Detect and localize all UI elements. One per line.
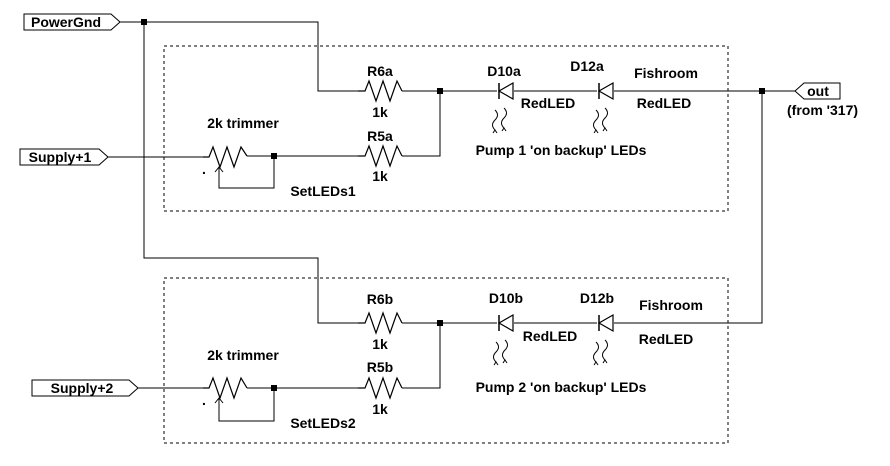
resistor-r6b-value: 1k bbox=[372, 336, 388, 352]
junctions bbox=[141, 19, 765, 391]
led-d12a-type: RedLED bbox=[637, 95, 691, 111]
trimmer-1-label: 2k trimmer bbox=[207, 115, 279, 131]
wires bbox=[108, 21, 795, 422]
led-d10b-type: RedLED bbox=[523, 328, 577, 344]
led-d12b-label: Fishroom bbox=[639, 297, 703, 313]
led-d12a-symbol bbox=[593, 81, 614, 134]
resistor-r5a-name: R5a bbox=[367, 128, 393, 144]
port-supply2: Supply+2 bbox=[31, 379, 139, 397]
trimmer-1-wiper bbox=[214, 166, 224, 176]
resistor-r6b-symbol bbox=[358, 311, 403, 335]
trimmer-2-wiper bbox=[214, 397, 224, 408]
resistor-r5a-symbol bbox=[358, 144, 403, 168]
led-d12b-name: D12b bbox=[580, 290, 614, 306]
out-note: (from '317) bbox=[787, 102, 858, 118]
resistor-r5b-value: 1k bbox=[372, 401, 388, 417]
trimmer-1-name: SetLEDs1 bbox=[290, 183, 356, 199]
resistor-r5b-name: R5b bbox=[367, 359, 393, 375]
trimmer-2-symbol bbox=[203, 376, 248, 400]
trimmer-1-dot: . bbox=[202, 161, 206, 177]
port-powergnd-label: PowerGnd bbox=[31, 14, 101, 30]
led-d12b-symbol bbox=[593, 313, 614, 366]
section1-box bbox=[163, 45, 729, 212]
port-supply2-label: Supply+2 bbox=[51, 380, 114, 396]
port-out: out bbox=[794, 82, 841, 100]
section1-group-label: Pump 1 'on backup' LEDs bbox=[476, 142, 647, 158]
trimmer-1-symbol bbox=[203, 145, 248, 169]
port-supply1-label: Supply+1 bbox=[29, 149, 92, 165]
trimmer-2-name: SetLEDs2 bbox=[290, 415, 356, 431]
trimmer-2-label: 2k trimmer bbox=[207, 347, 279, 363]
port-powergnd: PowerGnd bbox=[23, 13, 121, 31]
port-out-label: out bbox=[807, 83, 829, 99]
led-d10b-name: D10b bbox=[489, 290, 523, 306]
resistor-r6a-value: 1k bbox=[372, 104, 388, 120]
led-d12b-type: RedLED bbox=[639, 331, 693, 347]
trimmer-2-dot: . bbox=[202, 392, 206, 408]
led-d12a-name: D12a bbox=[570, 58, 604, 74]
resistor-r6b-name: R6b bbox=[367, 291, 393, 307]
port-supply1: Supply+1 bbox=[19, 148, 109, 166]
resistor-r5a-value: 1k bbox=[372, 168, 388, 184]
resistor-r6a-name: R6a bbox=[367, 63, 393, 79]
led-d10a-symbol bbox=[492, 81, 514, 134]
led-d12a-label: Fishroom bbox=[634, 65, 698, 81]
resistor-r5b-symbol bbox=[358, 376, 403, 400]
led-d10b-symbol bbox=[493, 313, 514, 366]
section2-group-label: Pump 2 'on backup' LEDs bbox=[476, 379, 647, 395]
led-d10a-name: D10a bbox=[487, 63, 521, 79]
resistor-r6a-symbol bbox=[358, 79, 403, 103]
led-d10a-type: RedLED bbox=[521, 95, 575, 111]
section2-box bbox=[163, 277, 729, 444]
